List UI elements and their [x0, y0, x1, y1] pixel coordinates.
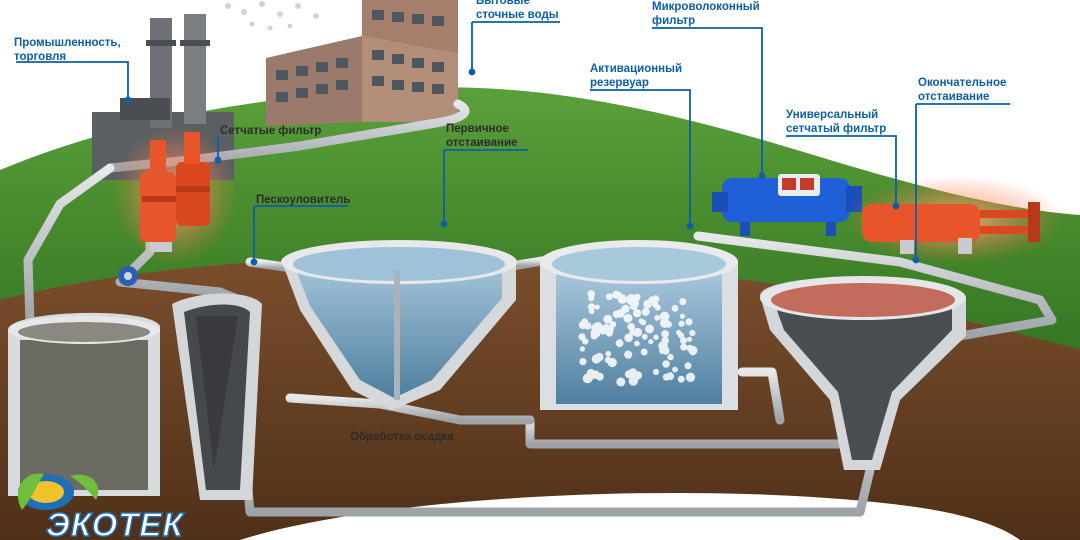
bubble: [667, 353, 674, 361]
bubble: [624, 333, 633, 343]
bubble: [662, 373, 671, 381]
bubble: [676, 329, 682, 336]
bubble: [654, 304, 661, 311]
primary-settling-tank: [281, 240, 517, 410]
bubble: [661, 330, 669, 338]
bubble: [643, 299, 652, 309]
bubble: [653, 334, 659, 340]
bubble: [689, 329, 696, 337]
label-mesh-filter: Сетчатые фильтр: [220, 125, 322, 137]
label-universal: Универсальный сетчатый фильтр: [786, 109, 887, 135]
label-industry: Промышленность, торговля: [14, 37, 121, 63]
bubble: [587, 303, 596, 311]
bubble: [588, 295, 595, 302]
bubble: [588, 308, 595, 315]
universal-filter-icon: [845, 176, 1065, 264]
label-primary: Первичное отстаивание: [446, 123, 518, 149]
bubble: [638, 318, 644, 324]
bubble: [686, 344, 693, 352]
sand-trap-tank: [172, 293, 262, 500]
bubble: [626, 294, 637, 304]
label-microfiber: Микроволоконный фильтр: [652, 1, 760, 27]
bubble: [616, 377, 626, 387]
bubble: [647, 324, 653, 331]
label-final: Окончательное отстаивание: [918, 77, 1007, 103]
logo-leaf-icon: [17, 473, 99, 510]
bubble: [685, 318, 693, 326]
bubble: [629, 329, 636, 336]
bubble: [604, 356, 612, 364]
mesh-filter-icon: [113, 125, 237, 265]
label-activation: Активационный резервуар: [590, 63, 683, 89]
bubble: [584, 322, 592, 330]
logo-text: ЭКОТЕК: [45, 505, 184, 540]
callout-lines: [16, 21, 1010, 266]
bubble: [579, 346, 586, 352]
final-settling-tank: [760, 276, 966, 470]
bubble: [685, 372, 696, 382]
bubble: [615, 339, 624, 348]
bubble: [609, 321, 617, 328]
bubble: [640, 348, 648, 356]
pump-icon: [118, 266, 138, 286]
bubble: [605, 293, 613, 301]
bubble: [591, 354, 601, 364]
bubble: [578, 333, 586, 341]
bubble: [654, 314, 661, 321]
aeration-bubbles: [578, 290, 698, 387]
bubble: [686, 336, 693, 342]
bubble: [634, 340, 640, 347]
bubble: [627, 322, 635, 331]
bubble: [661, 336, 669, 345]
bubble: [641, 307, 650, 316]
bubble: [672, 366, 678, 373]
bubble: [652, 368, 660, 376]
bubble: [671, 305, 679, 312]
building-icon: [266, 0, 458, 126]
bubble: [679, 313, 686, 319]
bubble: [677, 375, 685, 383]
label-sand-trap: Пескоуловитель: [256, 194, 351, 206]
bubble: [678, 320, 685, 327]
bubble: [641, 333, 648, 340]
bubble: [648, 339, 654, 345]
label-sludge: Обработка осадка: [350, 431, 454, 443]
bubble: [603, 314, 613, 324]
bubble: [604, 325, 610, 331]
bubble: [679, 337, 688, 345]
bubble: [616, 291, 622, 298]
bubble: [624, 370, 633, 379]
activation-reservoir: [540, 240, 738, 410]
bubble: [594, 304, 600, 310]
bubble: [662, 360, 670, 368]
bubble: [590, 332, 598, 340]
label-domestic: Бытовые сточные воды: [476, 0, 559, 21]
bubble: [623, 313, 633, 323]
storage-tank: [8, 312, 160, 496]
bubble: [587, 290, 595, 298]
bubble: [660, 318, 670, 328]
bubble: [684, 362, 692, 370]
bubble: [595, 372, 604, 381]
bubble: [628, 376, 638, 386]
bubble: [632, 327, 643, 337]
bubble: [624, 350, 633, 359]
bubble: [630, 302, 638, 311]
steam-dots: [225, 1, 319, 31]
bubble: [593, 322, 603, 332]
bubble: [605, 350, 612, 357]
bubble: [612, 310, 621, 319]
bubble: [633, 309, 642, 318]
bubble: [579, 358, 587, 366]
microfiber-filter-icon: [712, 174, 862, 236]
bubble: [690, 349, 696, 356]
bubble: [680, 343, 688, 351]
bubble: [679, 298, 687, 306]
